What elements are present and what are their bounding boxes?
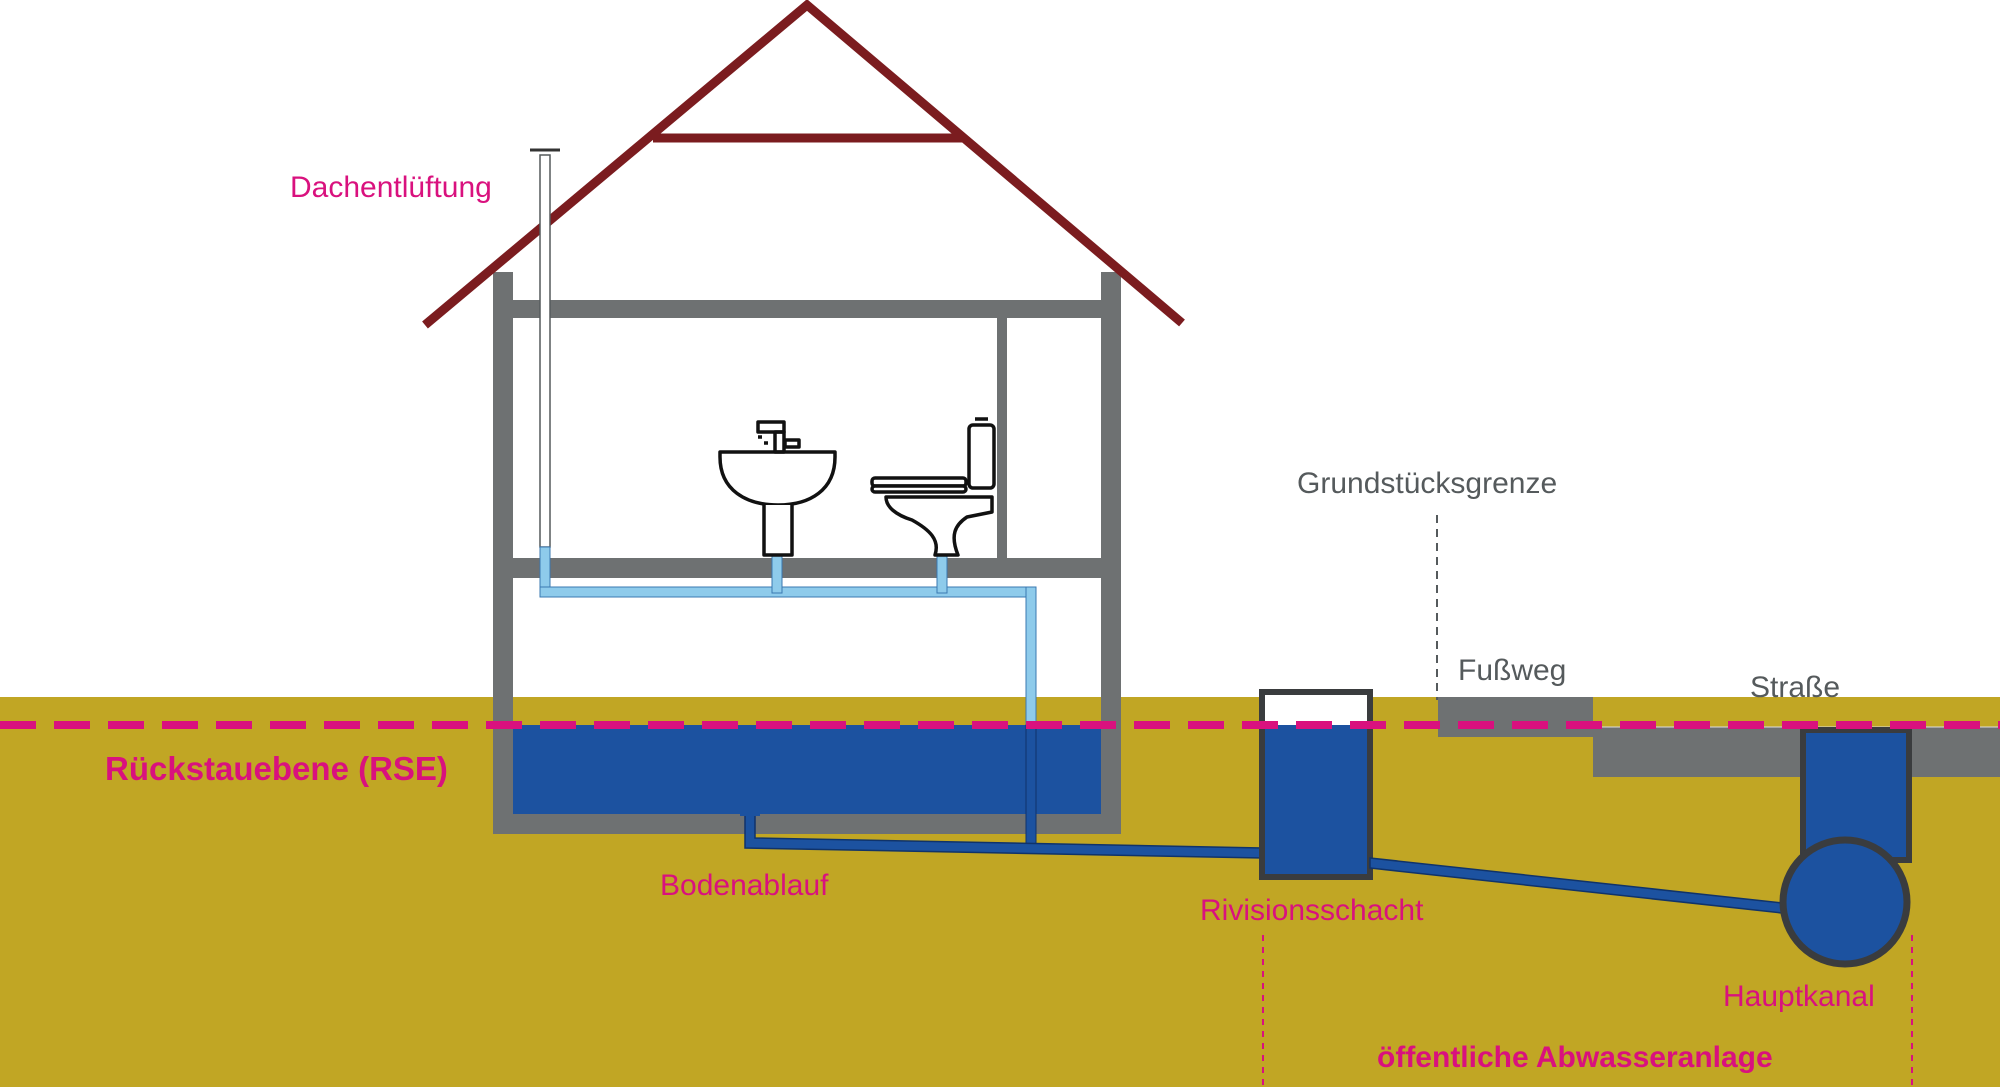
toilet-icon [870, 417, 996, 557]
label-fussweg: Fußweg [1458, 654, 1566, 687]
roof [422, 0, 1185, 329]
label-dachentlueftung: Dachentlüftung [290, 171, 492, 204]
label-oeffentliche-abwasseranlage: öffentliche Abwasseranlage [1377, 1041, 1773, 1074]
inner-wall [997, 318, 1007, 560]
roof-vent-pipe [539, 154, 551, 548]
label-bodenablauf: Bodenablauf [660, 869, 829, 902]
floor-drain-inlet [740, 810, 760, 816]
house-bottom-slab [493, 814, 1121, 834]
label-strasse: Straße [1750, 671, 1840, 704]
attic-floor [493, 300, 1121, 318]
label-hauptkanal: Hauptkanal [1723, 980, 1875, 1013]
main-sewer-pipe [1779, 836, 1911, 968]
street-surface [1593, 727, 2000, 777]
label-rse: Rückstauebene (RSE) [105, 750, 448, 787]
label-grundstuecksgrenze: Grundstücksgrenze [1297, 467, 1557, 500]
house-right-wall [1101, 272, 1121, 834]
street-sky [1438, 643, 2000, 697]
basement-water [513, 725, 1101, 814]
downpipe-dark [1025, 724, 1037, 846]
label-rivisionsschacht: Rivisionsschacht [1200, 894, 1424, 927]
sink-icon [718, 420, 837, 557]
sidewalk [1438, 697, 1593, 737]
ground-floor [493, 558, 1121, 578]
inspection-shaft-top [1265, 695, 1367, 725]
house-left-wall [493, 272, 513, 834]
